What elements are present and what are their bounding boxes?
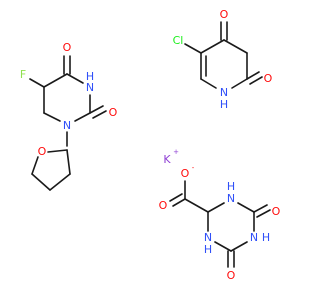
- potassium-cation: K +: [163, 148, 179, 166]
- bond: [256, 209, 271, 218]
- bond: [31, 156, 39, 175]
- fluoro-pyrimidinedione-bonds: [29, 55, 107, 191]
- bond: [237, 202, 255, 213]
- nitrogen-atom-label: N: [204, 231, 212, 244]
- triazinane-carboxylate-molecule: O - O N H O N H O N H: [159, 164, 281, 282]
- bond: [184, 43, 202, 54]
- bond: [66, 149, 71, 175]
- chloro-pyridinedione-molecule: O Cl N H O: [173, 8, 273, 111]
- nitrogen-atom-label: N: [63, 119, 71, 132]
- bond: [29, 78, 45, 88]
- oxygen-atom-label: O: [272, 205, 281, 218]
- chloro-pyridinedione-atoms: O Cl N H O: [173, 8, 273, 111]
- bond: [231, 78, 248, 89]
- triazinane-carboxylate-bonds: [169, 180, 271, 268]
- bond: [66, 73, 84, 84]
- bond: [43, 73, 68, 88]
- bond: [230, 241, 248, 252]
- nitrogen-atom-label: N: [220, 86, 228, 99]
- hydrogen-atom-label: H: [204, 243, 212, 256]
- hydrogen-atom-label: H: [220, 98, 228, 111]
- bond: [200, 39, 225, 54]
- oxygen-atom-label: O: [220, 8, 229, 21]
- bond: [184, 198, 209, 213]
- oxygen-atom-label: O: [264, 72, 273, 85]
- oxygen-atom-label: O: [109, 106, 118, 119]
- bond: [31, 173, 51, 191]
- fluorine-atom-label: F: [20, 68, 26, 81]
- bond: [249, 76, 263, 85]
- nitrogen-atom-label: N: [227, 192, 235, 205]
- triazinane-carboxylate-atoms: O - O N H O N H O N H: [159, 164, 281, 282]
- bond: [74, 112, 91, 122]
- oxygen-atom-label: O: [38, 145, 47, 158]
- positive-charge: +: [173, 148, 179, 156]
- bond: [92, 110, 107, 119]
- fluoro-pyrimidinedione-molecule: O F N H O N O: [20, 41, 118, 191]
- hydrogen-atom-label: H: [227, 180, 235, 193]
- bond: [49, 173, 71, 191]
- bond: [214, 241, 232, 252]
- bond: [200, 78, 217, 89]
- bond: [246, 71, 260, 80]
- hydrogen-atom-label: H: [262, 231, 270, 244]
- oxygen-atom-label: O: [159, 199, 168, 212]
- chlorine-atom-label: Cl: [173, 34, 184, 47]
- chloro-pyridinedione-bonds: [184, 21, 263, 89]
- hydrogen-atom-label: H: [86, 70, 94, 83]
- potassium-atom-label: K: [163, 153, 171, 166]
- bond: [89, 105, 104, 114]
- bond: [47, 149, 68, 153]
- bond: [223, 39, 248, 54]
- oxygen-atom-label: O: [63, 41, 72, 54]
- nitrogen-atom-label: N: [250, 231, 258, 244]
- oxygen-atom-label: O: [181, 167, 190, 180]
- negative-charge: -: [192, 164, 195, 172]
- oxygen-atom-label: O: [227, 269, 236, 282]
- nitrogen-atom-label: N: [86, 81, 94, 94]
- bond: [172, 198, 186, 207]
- molecule-canvas: O Cl N H O: [20, 8, 281, 282]
- bond: [169, 193, 183, 202]
- bond: [43, 112, 61, 122]
- bond: [253, 204, 268, 213]
- fluoro-pyrimidinedione-atoms: O F N H O N O: [20, 41, 118, 158]
- bond: [207, 202, 225, 213]
